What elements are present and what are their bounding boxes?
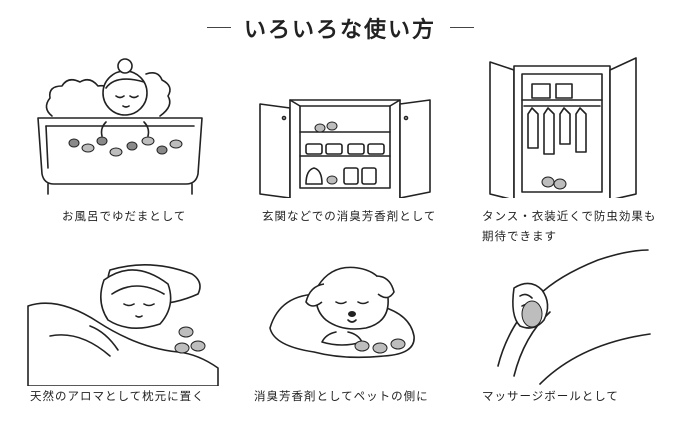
header-rule-left — [207, 27, 231, 28]
usage-item-pet: 消臭芳香剤としてペットの側に — [240, 236, 440, 403]
caption-wardrobe-line2: 期待できます — [482, 229, 557, 243]
usage-item-massage: マッサージボールとして — [460, 236, 660, 403]
caption-massage: マッサージボールとして — [482, 389, 619, 403]
usage-item-pillow: 天然のアロマとして枕元に置く — [20, 236, 220, 403]
page-title: いろいろな使い方 — [243, 18, 436, 43]
caption-pet: 消臭芳香剤としてペットの側に — [254, 389, 429, 403]
section-header: いろいろな使い方 — [0, 8, 680, 43]
sleeping-person-illustration-icon — [27, 264, 219, 386]
shoe-cabinet-illustration-icon — [259, 99, 431, 198]
caption-entrance: 玄関などでの消臭芳香剤として — [262, 209, 437, 223]
massage-illustration-icon — [497, 249, 651, 385]
wardrobe-illustration-icon — [489, 57, 637, 198]
usage-item-bath: お風呂でゆだまとして — [20, 48, 220, 223]
bath-illustration-icon — [37, 58, 203, 195]
caption-bath: お風呂でゆだまとして — [62, 209, 187, 223]
usage-item-wardrobe: タンス・衣装近くで防虫効果も 期待できます — [460, 48, 660, 243]
sleeping-dog-illustration-icon — [269, 266, 415, 359]
usage-item-entrance: 玄関などでの消臭芳香剤として — [240, 48, 440, 223]
caption-pillow: 天然のアロマとして枕元に置く — [30, 389, 205, 403]
caption-wardrobe-line1: タンス・衣装近くで防虫効果も — [482, 209, 657, 223]
header-rule-right — [450, 27, 474, 28]
